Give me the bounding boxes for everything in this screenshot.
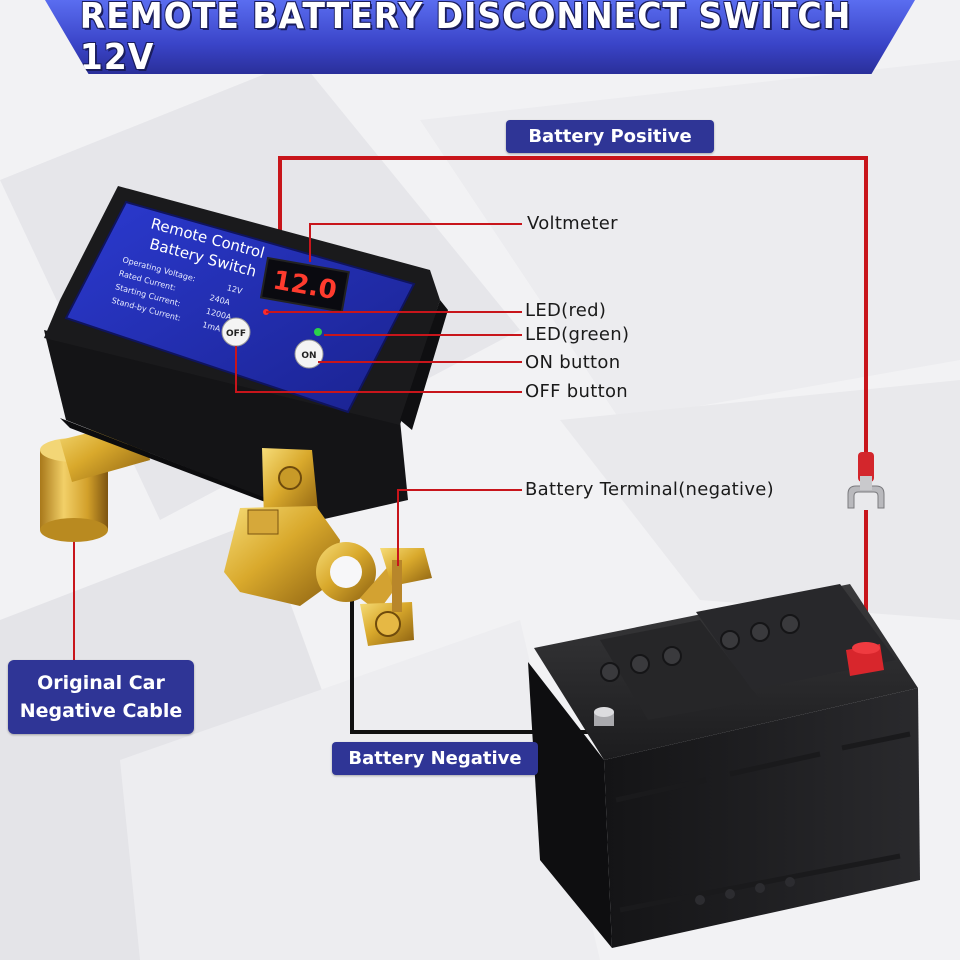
original-cable-label-line2: Negative Cable xyxy=(19,700,183,722)
off-button[interactable]: OFF xyxy=(221,317,251,347)
page-title: REMOTE BATTERY DISCONNECT SWITCH 12V xyxy=(79,0,852,78)
callout-led-green: LED(green) xyxy=(525,324,630,345)
on-button[interactable]: ON xyxy=(294,339,324,369)
battery-terminal-clamp xyxy=(224,448,432,646)
title-banner: REMOTE BATTERY DISCONNECT SWITCH 12V xyxy=(45,0,915,74)
led-green xyxy=(314,328,322,336)
battery-negative-label: Battery Negative xyxy=(332,742,538,775)
on-button-label: ON xyxy=(301,351,316,361)
callout-line-off-button xyxy=(235,346,522,393)
battery-positive-label: Battery Positive xyxy=(506,120,714,153)
switch-device xyxy=(44,186,448,522)
callout-battery-terminal: Battery Terminal(negative) xyxy=(525,479,774,500)
spec-value-0: 12V xyxy=(226,283,244,296)
callout-led-red: LED(red) xyxy=(525,300,607,321)
off-button-label: OFF xyxy=(226,329,246,339)
callout-lines xyxy=(235,223,522,566)
callout-off-button: OFF button xyxy=(525,381,628,402)
fork-connector xyxy=(847,476,885,509)
callout-voltmeter: Voltmeter xyxy=(527,213,618,234)
car-battery xyxy=(528,584,920,948)
voltmeter-display: 12.0 xyxy=(259,256,350,313)
callout-line-terminal xyxy=(397,489,522,566)
original-cable-label-line1: Original Car xyxy=(37,672,165,694)
callout-line-voltmeter xyxy=(309,223,522,262)
original-cable-label: Original Car Negative Cable xyxy=(8,660,194,734)
callout-on-button: ON button xyxy=(525,352,621,373)
